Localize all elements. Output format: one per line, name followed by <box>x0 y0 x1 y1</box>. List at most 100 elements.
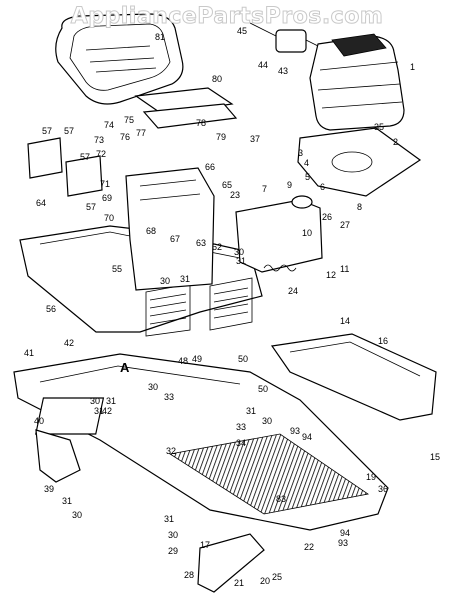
callout-label: 57 <box>42 126 52 136</box>
callout-label: 44 <box>258 60 268 70</box>
callout-label: 67 <box>170 234 180 244</box>
main-frame-part <box>13 353 389 531</box>
side-panel-part <box>65 155 103 197</box>
callout-label: 31 <box>62 496 72 506</box>
callout-label: 65 <box>222 180 232 190</box>
callout-label: 55 <box>112 264 122 274</box>
callout-label: 73 <box>94 135 104 145</box>
left-footrest-part <box>35 429 81 483</box>
callout-label: 33 <box>236 422 246 432</box>
callout-label: 39 <box>44 484 54 494</box>
callout-label: 23 <box>230 190 240 200</box>
callout-label: 30 <box>168 530 178 540</box>
spring-part <box>263 264 297 272</box>
callout-label: 72 <box>96 149 106 159</box>
callout-label: 56 <box>46 304 56 314</box>
callout-label: 14 <box>340 316 350 326</box>
callout-label: 12 <box>326 270 336 280</box>
engine-mount-plate-part <box>297 127 422 197</box>
callout-label: 24 <box>288 286 298 296</box>
callout-label: 22 <box>304 542 314 552</box>
callout-label: 79 <box>216 132 226 142</box>
callout-label: 66 <box>205 162 215 172</box>
callout-label: 40 <box>34 416 44 426</box>
callout-label: 43 <box>278 66 288 76</box>
callout-label: 27 <box>340 220 350 230</box>
callout-label: 50 <box>238 354 248 364</box>
callout-label: 9 <box>287 180 292 190</box>
callout-label: 41 <box>24 348 34 358</box>
callout-label: 8 <box>357 202 362 212</box>
callout-label: 94 <box>302 432 312 442</box>
callout-labels: 81 45 44 43 1 80 35 3 2 4 6 5 8 9 10 7 2… <box>24 26 440 588</box>
callout-label: 50 <box>258 384 268 394</box>
engine-part <box>243 19 405 131</box>
callout-label: 7 <box>262 184 267 194</box>
callout-label: 28 <box>184 570 194 580</box>
callout-label: 75 <box>124 115 134 125</box>
callout-label: 69 <box>102 193 112 203</box>
callout-label: 30 <box>234 247 244 257</box>
callout-label: 64 <box>36 198 46 208</box>
callout-label: A <box>120 360 130 375</box>
callout-label: 10 <box>302 228 312 238</box>
callout-label: 6 <box>320 182 325 192</box>
callout-label: 30 <box>72 510 82 520</box>
callout-label: 78 <box>196 118 206 128</box>
callout-label: 33 <box>164 392 174 402</box>
callout-label: 93 <box>338 538 348 548</box>
callout-label: 30 <box>262 416 272 426</box>
callout-label: 94 <box>340 528 350 538</box>
callout-label: 36 <box>378 484 388 494</box>
callout-label: 77 <box>136 128 146 138</box>
callout-label: 81 <box>155 32 165 42</box>
callout-label: 68 <box>146 226 156 236</box>
callout-label: 31 <box>94 406 104 416</box>
callout-label: 48 <box>178 356 188 366</box>
callout-label: 49 <box>192 354 202 364</box>
seat-part <box>55 13 184 105</box>
callout-label: 25 <box>272 572 282 582</box>
callout-label: 45 <box>237 26 247 36</box>
rear-fender-part <box>270 333 437 421</box>
callout-label: 31 <box>246 406 256 416</box>
callout-label: 21 <box>234 578 244 588</box>
fuel-tank-part <box>235 195 323 273</box>
callout-label: 70 <box>104 213 114 223</box>
callout-label: 30 <box>148 382 158 392</box>
callout-label: 57 <box>64 126 74 136</box>
callout-label: 29 <box>168 546 178 556</box>
callout-label: 42 <box>102 406 112 416</box>
callout-label: 19 <box>366 472 376 482</box>
callout-label: 31 <box>106 396 116 406</box>
callout-label: 71 <box>100 179 110 189</box>
callout-label: 74 <box>104 120 114 130</box>
callout-label: 5 <box>305 172 310 182</box>
callout-label: 80 <box>212 74 222 84</box>
callout-label: 83 <box>276 494 286 504</box>
callout-label: 15 <box>430 452 440 462</box>
callout-label: 1 <box>410 62 415 72</box>
callout-label: 76 <box>120 132 130 142</box>
callout-label: 31 <box>164 514 174 524</box>
callout-label: 17 <box>200 540 210 550</box>
callout-label: 31 <box>180 274 190 284</box>
callout-label: 2 <box>393 137 398 147</box>
callout-label: 20 <box>260 576 270 586</box>
callout-label: 35 <box>374 122 384 132</box>
callout-label: 30 <box>160 276 170 286</box>
callout-label: 26 <box>322 212 332 222</box>
footrest-bracket-part <box>197 533 265 593</box>
callout-label: 42 <box>64 338 74 348</box>
callout-label: 4 <box>304 158 309 168</box>
callout-label: 93 <box>290 426 300 436</box>
callout-label: 62 <box>212 242 222 252</box>
side-panel-part <box>27 137 63 179</box>
callout-label: 32 <box>166 446 176 456</box>
seat-bracket-part <box>134 87 238 129</box>
callout-label: 37 <box>250 134 260 144</box>
callout-label: 31 <box>236 256 246 266</box>
callout-label: 3 <box>298 148 303 158</box>
callout-label: 63 <box>196 238 206 248</box>
